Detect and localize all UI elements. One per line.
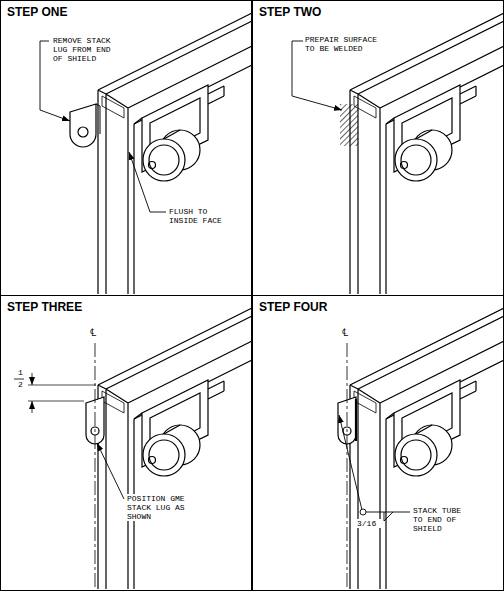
- centerline-symbol: ℄: [341, 327, 355, 339]
- drawing-stroke: [350, 308, 504, 589]
- drawing-stroke: [355, 399, 357, 441]
- drawing-stroke: [340, 104, 358, 146]
- step-one-figure: [40, 13, 252, 294]
- callout-note: PREPAIR SURFACE TO BE WELDED: [304, 35, 384, 53]
- step-heading: STEP ONE: [6, 5, 68, 19]
- drawing-stroke: [384, 512, 393, 521]
- step-three-figure: [14, 308, 252, 589]
- drawing-stroke: [28, 385, 96, 401]
- drawing-stroke: [339, 415, 362, 510]
- drawing-stroke: [350, 13, 504, 294]
- drawing-stroke: [98, 308, 252, 589]
- weld-note: STACK TUBE TO END OF SHIELD: [412, 506, 474, 533]
- step-heading: STEP FOUR: [258, 300, 328, 314]
- drawing-stroke: [78, 127, 88, 137]
- step-four-figure: [338, 308, 504, 589]
- dimension-value: 2: [17, 380, 27, 389]
- drawing-stroke: [97, 443, 124, 499]
- drawing-stroke: [32, 373, 33, 385]
- drawing-stroke: [70, 104, 96, 147]
- centerline-symbol: ℄: [89, 327, 103, 339]
- step-two-figure: [292, 13, 504, 294]
- callout-note: REMOVE STACK LUG FROM END OF SHIELD: [52, 36, 118, 63]
- weld-size: 3/16: [356, 519, 382, 528]
- callout-note: POSITION GME STACK LUG AS SHOWN: [126, 494, 192, 521]
- drawing-stroke: [366, 512, 410, 513]
- step-heading: STEP THREE: [6, 300, 83, 314]
- drawing-stroke: [360, 509, 366, 515]
- drawing-stroke: [347, 343, 348, 589]
- dimension-value: 1: [17, 368, 27, 377]
- drawing-stroke: [129, 152, 166, 212]
- step-heading: STEP TWO: [258, 5, 322, 19]
- drawing-stroke: [98, 13, 252, 294]
- step-panel: STEP FOUR: [252, 295, 504, 591]
- step-panel: STEP THREE: [0, 295, 252, 591]
- drawing-stroke: [96, 104, 100, 134]
- drawing-stroke: [95, 343, 96, 589]
- drawing-stroke: [32, 401, 33, 413]
- callout-note: FLUSH TO INSIDE FACE: [168, 207, 230, 225]
- step-panel: STEP ONE: [0, 0, 252, 296]
